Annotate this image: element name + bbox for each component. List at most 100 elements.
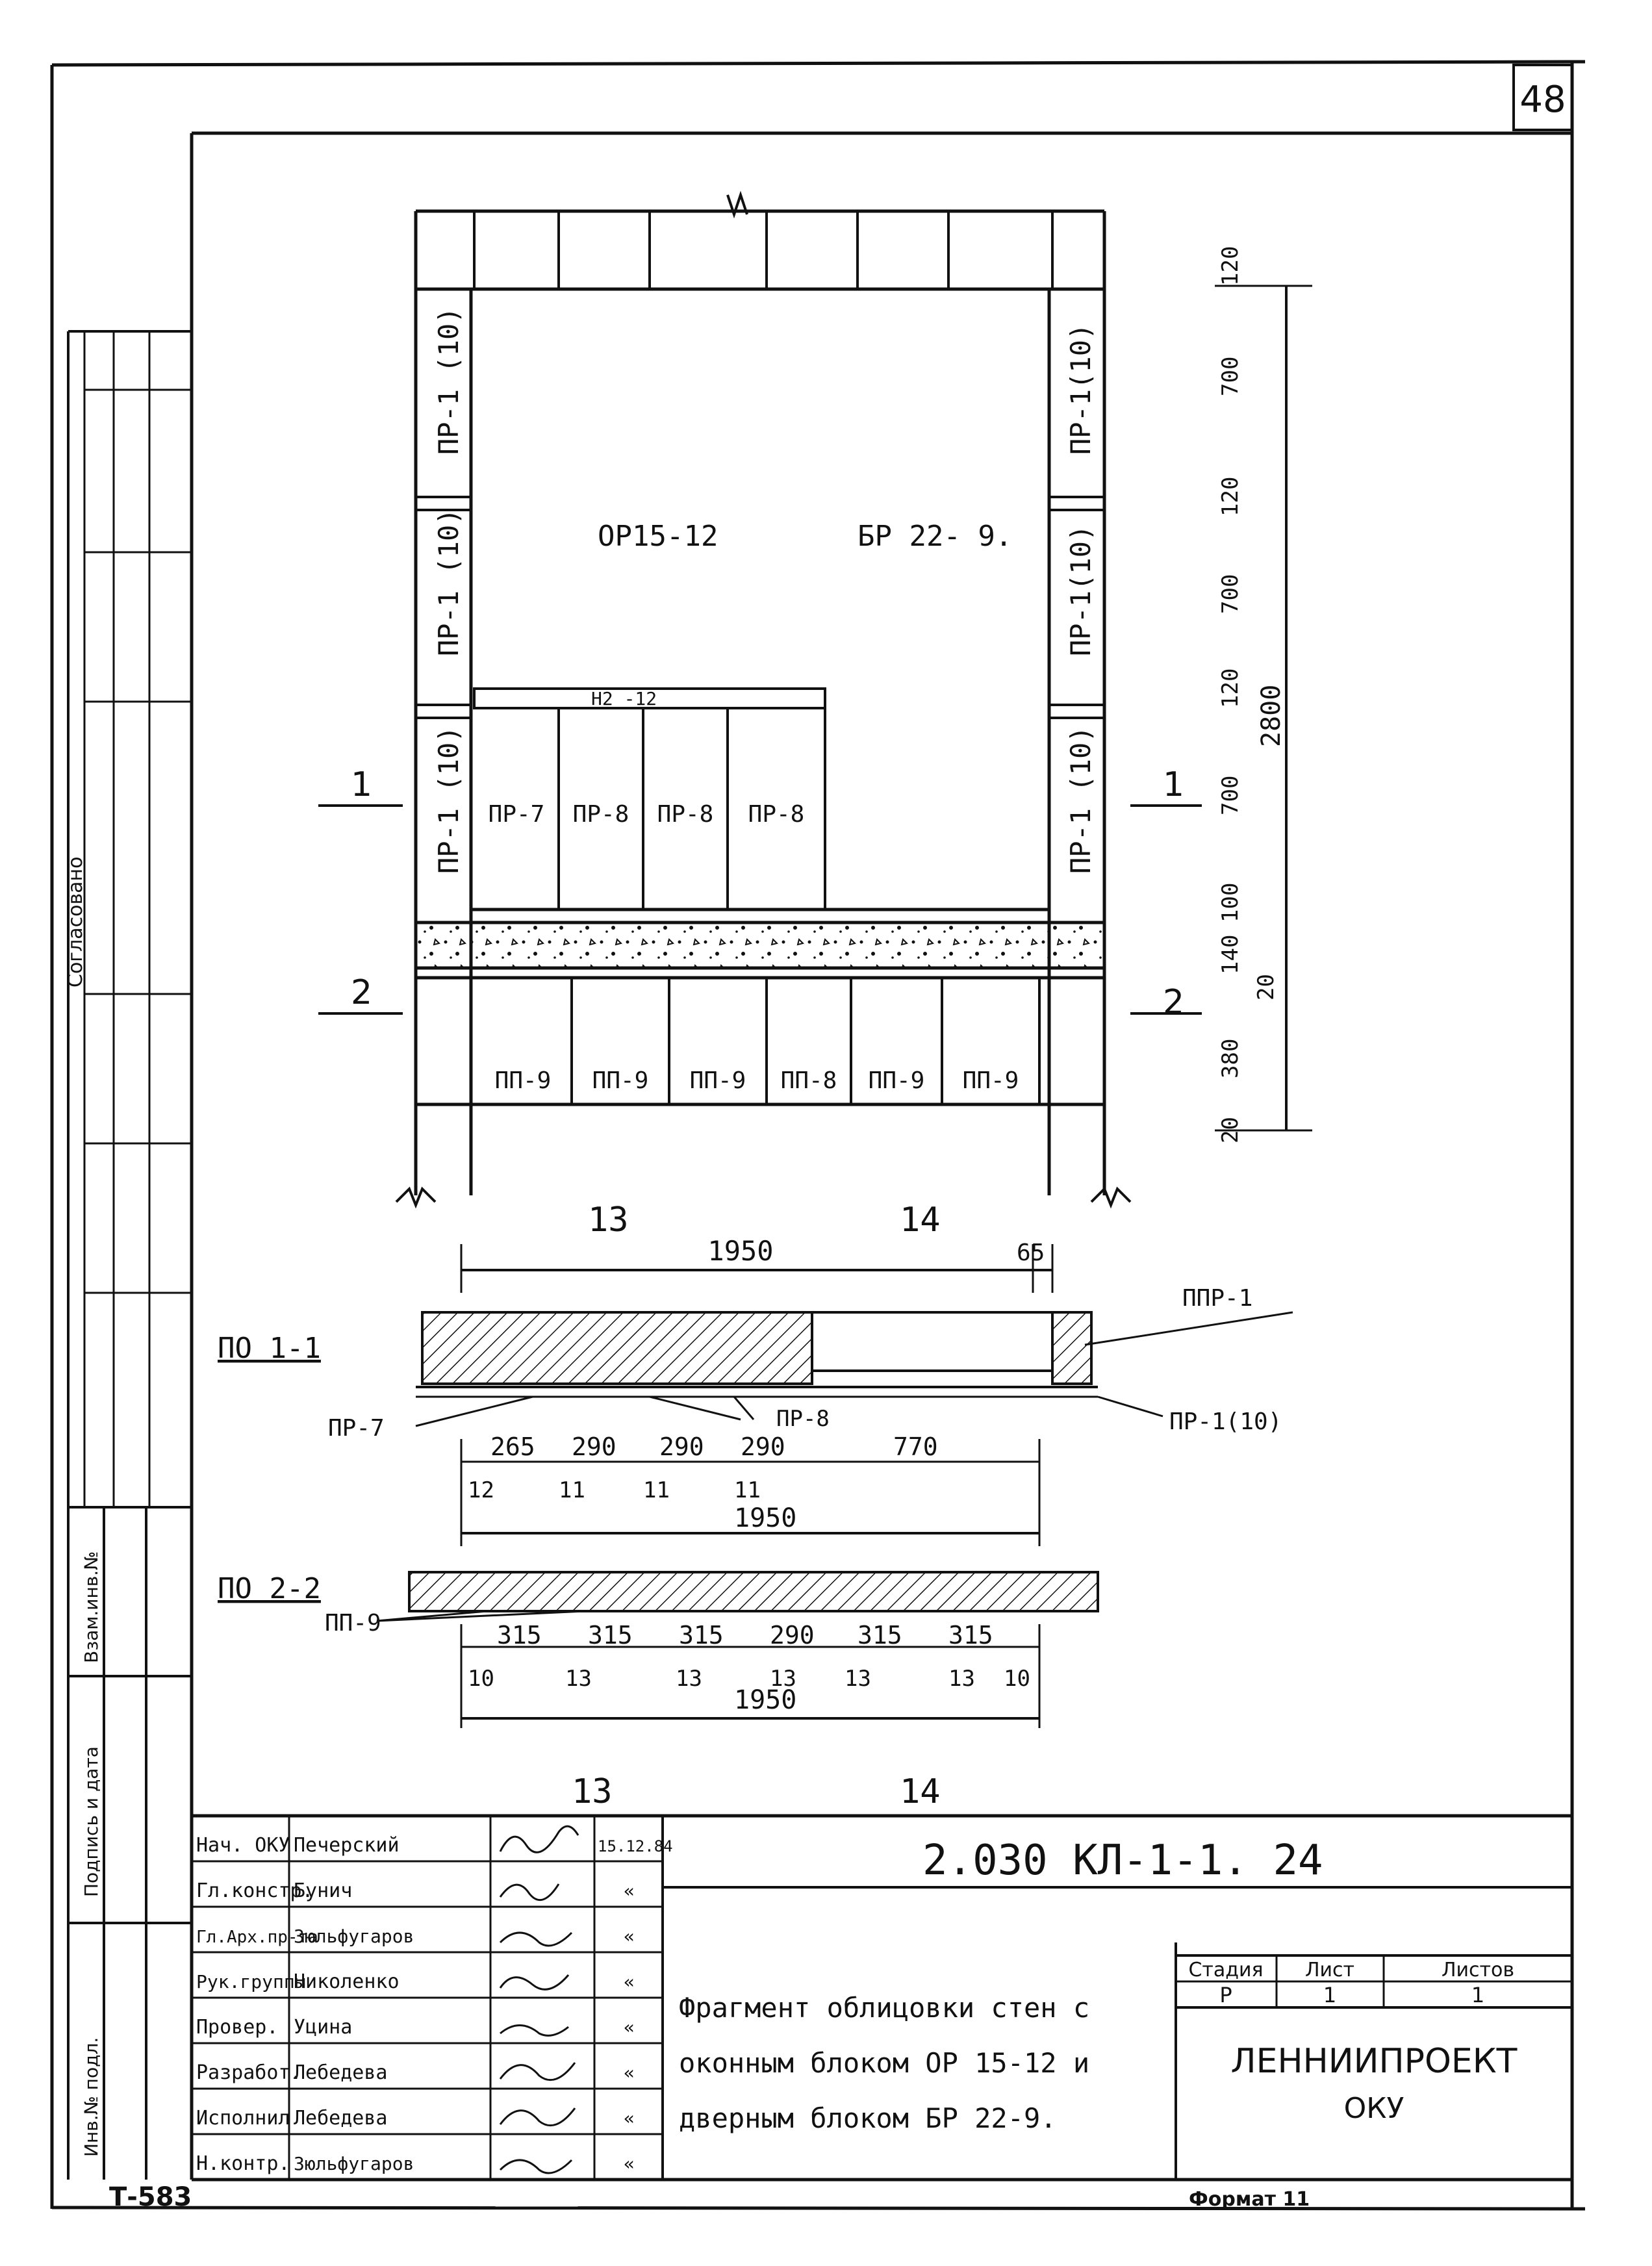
format-label: Формат 11	[1189, 2188, 1310, 2211]
door-block-label: БР 22- 9.	[858, 520, 1012, 553]
axis-marker: 13	[572, 1772, 613, 1811]
role-label: Разработ.	[196, 2061, 302, 2084]
sign-date: «	[624, 1880, 635, 1902]
lower-panel-label: ПП-9	[963, 1067, 1019, 1094]
label-ppr: ППР-1	[1182, 1285, 1252, 1312]
section-1-total: 1950	[734, 1503, 796, 1533]
upper-panel-label: ПР-8	[748, 801, 805, 828]
left-stamp: Согласовано Инв.№ подл. Подпись и дата В…	[64, 330, 192, 2180]
label-pr8: ПР-8	[776, 1406, 830, 1432]
section-2-total: 1950	[734, 1685, 796, 1715]
lower-panel-label: ПП-9	[869, 1067, 925, 1094]
person-name: Бунич	[294, 1879, 352, 1902]
dim-value: 11	[734, 1477, 761, 1503]
side-panel-label: ПР-1 (10)	[433, 307, 464, 455]
lower-panel-label: ПП-8	[781, 1067, 837, 1094]
sheet-number: 48	[1519, 79, 1566, 121]
total-height: 2800	[1256, 685, 1286, 747]
inv-orig-label: Инв.№ подл.	[81, 2037, 102, 2157]
person-name: Уцина	[294, 2016, 352, 2039]
dim-value: 315	[858, 1621, 902, 1649]
sign-date: 15.12.84	[598, 1837, 673, 1855]
dim-value: 10	[1004, 1666, 1030, 1692]
section-1-top-dim-small: 65	[1017, 1240, 1045, 1266]
dim-value: 315	[588, 1621, 633, 1649]
sheet-value: 1	[1323, 1983, 1336, 2007]
dim-value: 100	[1217, 883, 1243, 923]
side-panel-label: ПР-1 (10)	[1065, 726, 1097, 874]
sheet-header: Лист	[1305, 1959, 1354, 1981]
cut-2-left: 2	[351, 973, 372, 1012]
section-1-drawing	[415, 1244, 1293, 1546]
person-name: Печерский	[294, 1834, 400, 1857]
cut-2-right: 2	[1163, 983, 1184, 1022]
drawing-title-line: дверным блоком БР 22-9.	[679, 2102, 1057, 2134]
dim-value: 12	[468, 1477, 494, 1503]
axis-marker: 14	[900, 1772, 941, 1811]
sign-date: «	[624, 1971, 635, 1992]
document-code: 2.030 КЛ-1-1. 24	[922, 1837, 1323, 1885]
drawing-title-line: Фрагмент облицовки стен с	[679, 1992, 1089, 2024]
section-2-title: ПО 2-2	[218, 1572, 321, 1605]
stage-header: Стадия	[1188, 1959, 1263, 1981]
dim-value: 290	[741, 1432, 785, 1461]
archive-code: Т-583	[109, 2182, 192, 2212]
side-panel-label: ПР-1(10)	[1065, 324, 1097, 455]
role-label: Рук.группы	[196, 1971, 306, 1992]
sign-date: «	[624, 2107, 635, 2129]
lower-panel-label: ПП-9	[495, 1067, 552, 1094]
dim-value: 13	[845, 1666, 871, 1692]
lower-panel-label: ПП-9	[592, 1067, 649, 1094]
section-1-top-dim: 1950	[707, 1235, 773, 1267]
role-label: Провер.	[196, 2016, 278, 2039]
sign-date: «	[624, 2017, 635, 2038]
dim-value: 290	[572, 1432, 616, 1461]
elevation-drawing	[395, 190, 1312, 1209]
side-panel-label: ПР-1 (10)	[433, 508, 464, 656]
person-name: Николенко	[294, 1970, 400, 1993]
role-label: Гл.констр.	[196, 1879, 314, 1902]
dim-value: 10	[468, 1666, 494, 1692]
dim-value: 140	[1217, 935, 1243, 974]
lintel-label: Н2 -12	[591, 688, 657, 709]
axis-marker: 13	[588, 1201, 629, 1240]
dim-value: 265	[490, 1432, 535, 1461]
dim-value: 700	[1217, 776, 1243, 815]
dim-value: 13	[948, 1666, 975, 1692]
dim-value: 13	[565, 1666, 592, 1692]
person-name: Лебедева	[294, 2107, 388, 2130]
dim-value: 315	[679, 1621, 724, 1649]
upper-panel-label: ПР-8	[573, 801, 629, 828]
axis-marker: 14	[900, 1201, 941, 1240]
sign-date: «	[624, 1926, 635, 1947]
section-2-label: ПП-9	[325, 1610, 381, 1636]
role-label: Н.контр.	[196, 2152, 290, 2175]
section-2-drawing	[376, 1571, 1099, 1728]
title-block-grid	[192, 1814, 1572, 2180]
dim-value: 120	[1217, 477, 1243, 516]
dim-value: 11	[559, 1477, 585, 1503]
dim-value: 380	[1217, 1039, 1243, 1078]
dim-value: 770	[893, 1432, 938, 1461]
label-pr7: ПР-7	[328, 1415, 385, 1442]
dim-value: 120	[1217, 668, 1243, 708]
dim-value: 20	[1217, 1117, 1243, 1143]
person-name: Зюльфугаров	[294, 2153, 414, 2174]
role-label: Исполнил	[196, 2107, 290, 2130]
sheets-value: 1	[1471, 1983, 1484, 2007]
agreed-label: Согласовано	[64, 856, 87, 987]
window-block-label: ОР15-12	[598, 520, 718, 553]
dim-value: 700	[1217, 574, 1243, 614]
organization-name: ЛЕННИИПРОЕКТ	[1231, 2042, 1518, 2081]
label-pr1: ПР-1(10)	[1169, 1408, 1282, 1435]
dim-value: 290	[659, 1432, 704, 1461]
dim-value: 700	[1217, 357, 1243, 396]
dim-value: 290	[770, 1621, 815, 1649]
dim-value: 11	[643, 1477, 670, 1503]
dim-value: 315	[948, 1621, 993, 1649]
signature-marks	[499, 1825, 579, 2174]
drawing-title-line: оконным блоком ОР 15-12 и	[679, 2047, 1089, 2079]
dim-value: 13	[676, 1666, 702, 1692]
person-name: Лебедева	[294, 2061, 388, 2084]
